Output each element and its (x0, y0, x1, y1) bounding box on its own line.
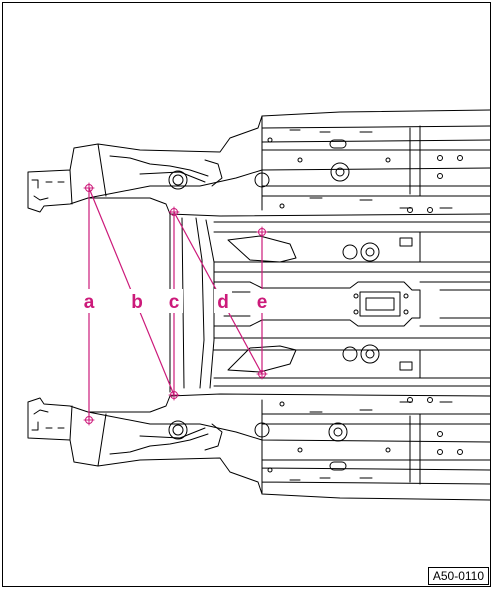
lower-longitudinal-member (27, 393, 491, 501)
measuring-point-icon (168, 389, 180, 401)
measuring-points (83, 182, 268, 426)
measuring-point-icon (83, 182, 95, 194)
measuring-point-icon (83, 414, 95, 426)
center-cross-member (213, 281, 491, 327)
label-backgrounds (80, 289, 271, 313)
measuring-point-icon (256, 368, 268, 380)
vehicle-underbody (27, 109, 491, 501)
measuring-point-icon (168, 206, 180, 218)
figure-id: A50-0110 (427, 567, 489, 585)
measuring-point-icon (256, 226, 268, 238)
lower-floor-sill (261, 399, 491, 495)
measure-label-c: c (169, 292, 180, 313)
figure-frame (2, 2, 491, 587)
measure-label-b: b (131, 292, 143, 313)
measure-label-d: d (217, 292, 229, 313)
upper-longitudinal-member (27, 109, 491, 217)
measure-label-e: e (257, 292, 268, 313)
measure-label-a: a (84, 292, 95, 313)
upper-floor-sill (261, 115, 491, 211)
